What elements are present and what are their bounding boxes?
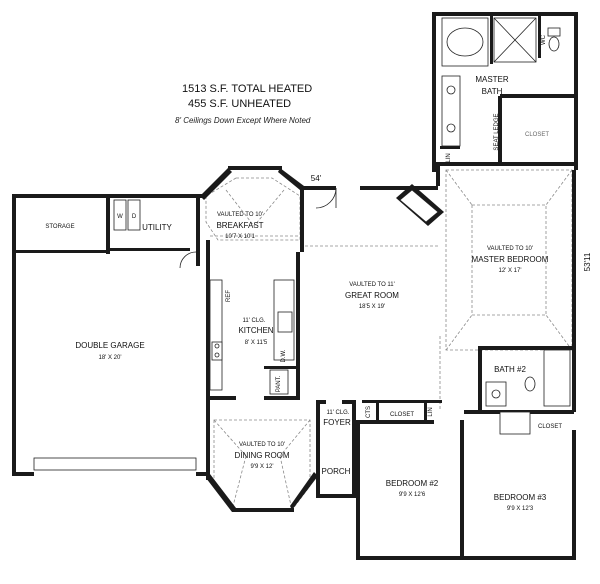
kitchen-label: KITCHEN: [238, 326, 273, 335]
master-bedroom-note: VAULTED TO 10': [487, 246, 533, 252]
depth-dimension: 53'11: [583, 252, 592, 271]
ceiling-note: 8' Ceilings Down Except Where Noted: [175, 116, 311, 125]
garage-door: [33, 457, 197, 471]
master-bedroom-size: 12' X 17': [499, 268, 522, 274]
coats-tag: CTS: [366, 406, 372, 418]
breakfast-size: 10'7 X 10'1: [225, 234, 255, 240]
washer-tag: W: [117, 214, 123, 220]
bedroom3-closet-label: CLOSET: [538, 424, 562, 430]
heated-area-text: 1513 S.F. TOTAL HEATED: [182, 83, 312, 95]
dryer-tag: D: [132, 214, 137, 220]
storage-label: STORAGE: [45, 224, 74, 230]
unheated-area-text: 455 S.F. UNHEATED: [188, 98, 291, 110]
master-bath-label: MASTER: [475, 75, 509, 84]
refrigerator-tag: REF: [226, 290, 232, 302]
utility-label: UTILITY: [142, 223, 172, 232]
garage-label: DOUBLE GARAGE: [75, 341, 144, 350]
foyer-label: FOYER: [323, 418, 351, 427]
breakfast-note: VAULTED TO 10': [217, 212, 263, 218]
foyer-note: 11' CLG.: [326, 410, 349, 416]
dining-size: 9'9 X 12': [251, 464, 274, 470]
kitchen-size: 8' X 11'5: [245, 340, 268, 346]
dining-label: DINING ROOM: [234, 451, 289, 460]
fixtures: [113, 17, 571, 435]
bedroom3-label: BEDROOM #3: [494, 493, 547, 502]
dishwasher-tag: D.W.: [281, 349, 287, 362]
master-linen-tag: LIN: [446, 153, 452, 162]
great-room-size: 18'5 X 19': [359, 304, 385, 310]
breakfast-label: BREAKFAST: [216, 221, 263, 230]
dashed-ceiling-lines: [205, 169, 573, 511]
width-dimension: 54': [311, 174, 322, 183]
hall-closet-label: CLOSET: [390, 412, 414, 418]
porch-label: PORCH: [322, 467, 351, 476]
kitchen-note: 11' CLG.: [242, 318, 265, 324]
hall-linen-tag: LIN: [428, 407, 434, 416]
water-closet-tag: WC: [541, 34, 547, 45]
master-bath-label-2: BATH: [482, 87, 503, 96]
bath2-label: BATH #2: [494, 365, 526, 374]
bedroom3-size: 9'9 X 12'3: [507, 506, 534, 512]
seat-ledge-tag: SEAT LEDGE: [494, 113, 500, 150]
garage-size: 18' X 20': [99, 355, 122, 361]
master-closet-label: CLOSET: [525, 132, 549, 138]
master-bedroom-label: MASTER BEDROOM: [472, 255, 549, 264]
great-room-label: GREAT ROOM: [345, 291, 399, 300]
pantry-tag: PANT.: [276, 375, 282, 392]
great-room-note: VAULTED TO 11': [349, 282, 395, 288]
bedroom2-size: 9'9 X 12'6: [399, 492, 426, 498]
dining-note: VAULTED TO 10': [239, 442, 285, 448]
bedroom2-label: BEDROOM #2: [386, 479, 439, 488]
